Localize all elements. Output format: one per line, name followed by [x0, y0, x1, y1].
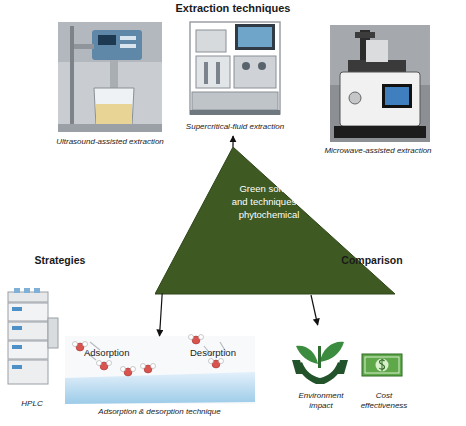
photo-card: Supercritical-fluid extraction [170, 14, 300, 136]
triangle-outline [155, 147, 395, 295]
caption-text: Environment impact [294, 391, 348, 410]
icon-card: Cost effectiveness [356, 345, 412, 413]
caption-text: Green solvent and techniques in phytoche… [231, 183, 307, 221]
section-heading: Comparison [341, 254, 402, 266]
icon-card: Environment impact [288, 325, 354, 415]
money-icon [362, 354, 402, 376]
supercritical-photo [180, 16, 290, 118]
caption-text: Ultrasound-assisted extraction [50, 137, 170, 147]
ultrasound-photo [58, 22, 162, 132]
connector-arrow [311, 295, 318, 325]
caption-text: Supercritical-fluid extraction [170, 122, 300, 132]
adsorption-illustration [65, 335, 255, 405]
caption-text: HPLC [2, 399, 62, 409]
section-heading: Strategies [35, 254, 86, 266]
caption-text: Microwave-assisted extraction [318, 146, 438, 156]
caption-text: Cost effectiveness [359, 391, 409, 410]
process-label: Adsorption [84, 347, 129, 358]
photo-card: Microwave-assisted extraction [318, 20, 438, 156]
photo-card: Ultrasound-assisted extraction [50, 20, 170, 150]
instrument-card: HPLC [2, 288, 62, 413]
section-heading: Extraction techniques [176, 2, 291, 14]
central-triangle: Green solvent and techniques in phytoche… [155, 147, 395, 295]
hplc-instrument [8, 288, 58, 384]
microwave-photo [330, 25, 430, 142]
environment-icon [292, 342, 348, 384]
connector-arrow [160, 294, 163, 336]
illustration-card: Adsorption DesorptionAdsorption & desorpt… [62, 336, 257, 420]
process-label: Desorption [190, 347, 236, 358]
triangle-shape [155, 147, 395, 294]
caption-text: Adsorption & desorption technique [62, 407, 257, 417]
connector-arrow [232, 136, 233, 147]
